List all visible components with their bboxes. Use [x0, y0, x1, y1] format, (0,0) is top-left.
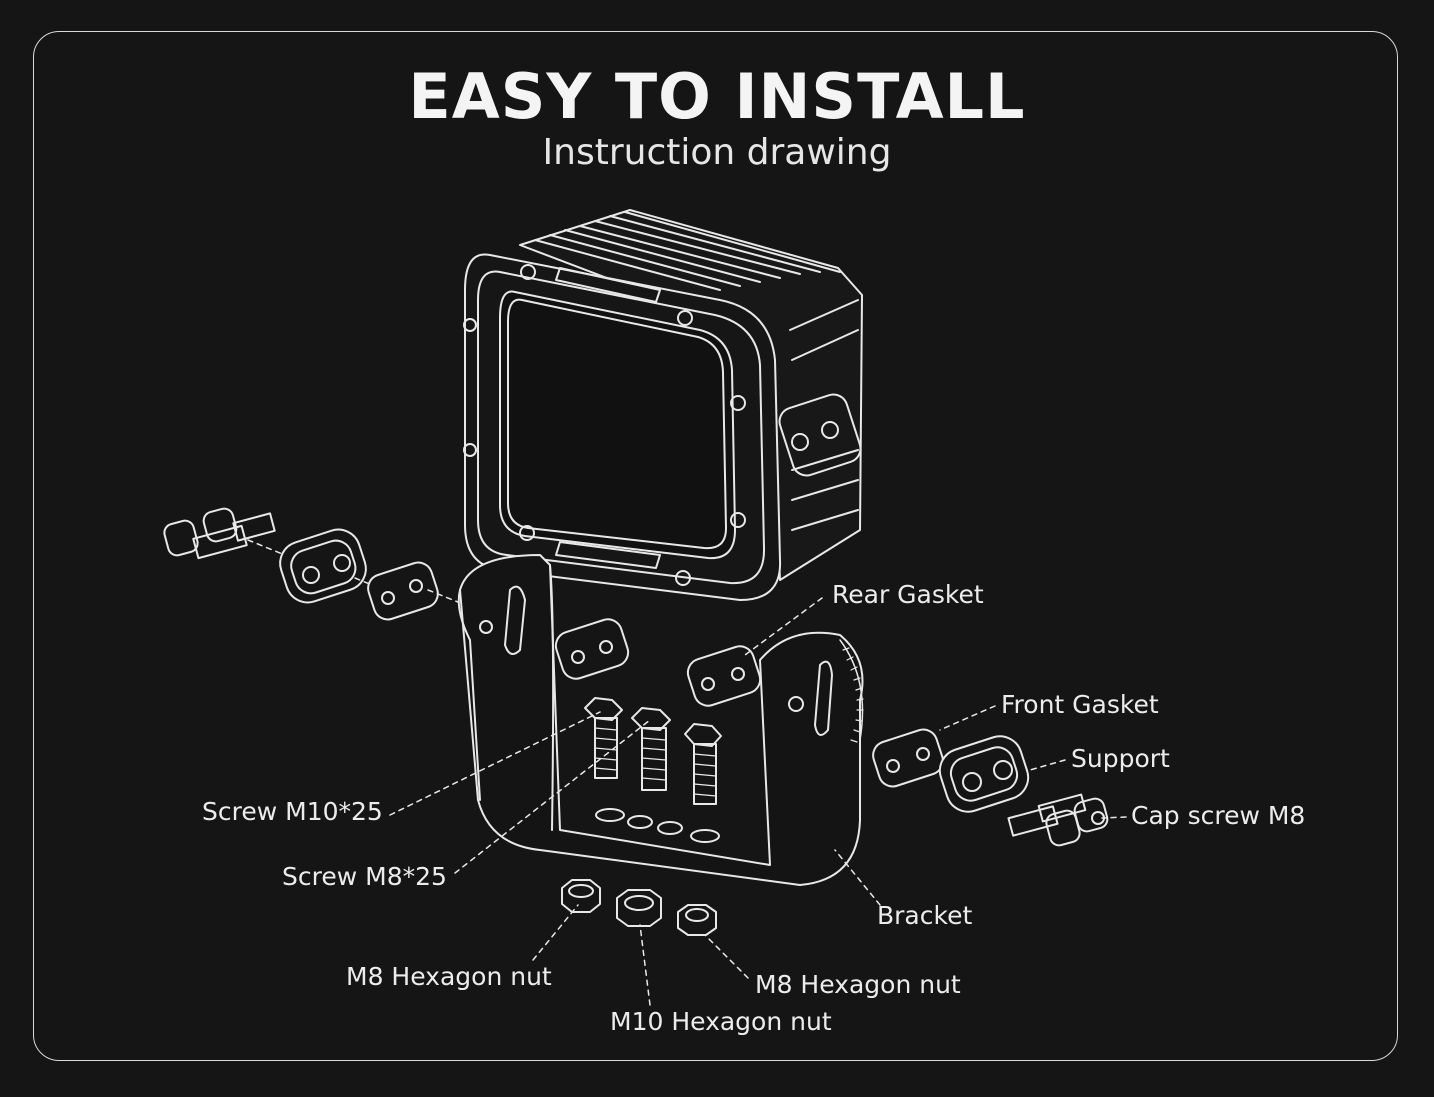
border-frame [33, 31, 1398, 1061]
label-m8-nut-right: M8 Hexagon nut [755, 970, 961, 999]
bracket [457, 554, 864, 886]
label-rear-gasket: Rear Gasket [832, 580, 984, 609]
label-support: Support [1071, 744, 1170, 773]
label-front-gasket: Front Gasket [1001, 690, 1159, 719]
hex-nuts [561, 879, 717, 936]
label-m10-nut: M10 Hexagon nut [610, 1007, 832, 1036]
label-bracket: Bracket [877, 901, 973, 930]
left-parts [163, 507, 439, 621]
label-cap-screw: Cap screw M8 [1131, 801, 1306, 830]
light-housing [463, 209, 863, 601]
label-screw-m10: Screw M10*25 [202, 797, 383, 826]
right-parts [872, 728, 1109, 847]
page-title: EASY TO INSTALL [408, 60, 1026, 133]
bracket-screws [584, 697, 722, 805]
label-screw-m8: Screw M8*25 [282, 862, 447, 891]
page-subtitle: Instruction drawing [542, 132, 892, 173]
label-m8-nut-left: M8 Hexagon nut [346, 962, 552, 991]
